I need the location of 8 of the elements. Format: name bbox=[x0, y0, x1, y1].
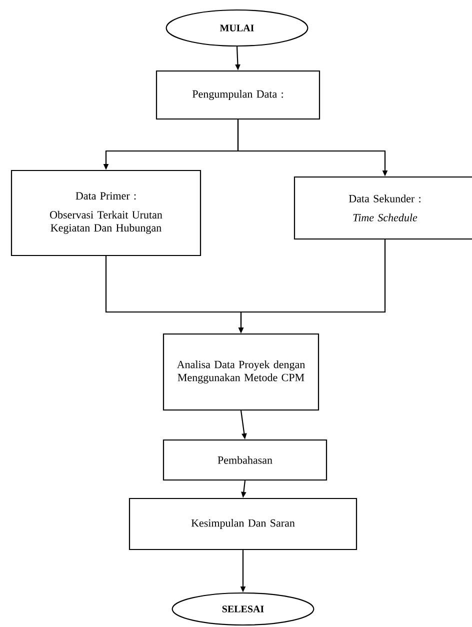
process-box: Data Sekunder : Time Schedule bbox=[294, 176, 472, 240]
process-box: Pembahasan bbox=[162, 439, 328, 481]
process-box: Kesimpulan Dan Saran bbox=[128, 498, 358, 550]
terminal-oval: MULAI bbox=[166, 9, 308, 47]
process-box: Pengumpulan Data : bbox=[156, 70, 320, 120]
process-box: Analisa Data Proyek dengan Menggunakan Metode CPM bbox=[162, 333, 320, 411]
terminal-oval: SELESAI bbox=[172, 592, 314, 626]
process-box: Data Primer : Observasi Terkait Urutan Kegiatan Dan Hubungan bbox=[10, 170, 202, 256]
